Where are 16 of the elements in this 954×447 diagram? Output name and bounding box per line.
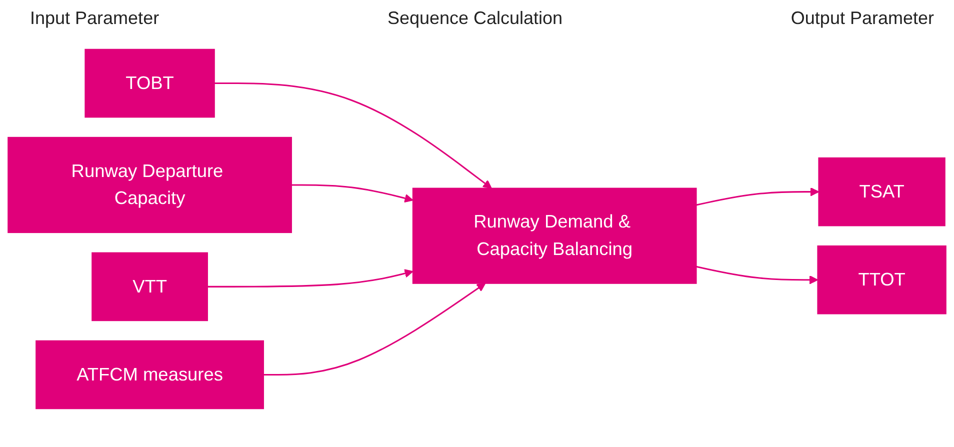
node-box: TTOT [817,245,946,314]
node-box: ATFCM measures [36,340,264,410]
arrow [291,184,414,203]
arrow [263,283,486,376]
column-heading: Output Parameter [790,8,934,29]
arrow [696,187,820,206]
arrow [696,266,818,284]
arrow [214,82,492,189]
arrow [207,269,414,288]
node-box: TSAT [818,157,946,226]
node-box: TOBT [84,48,215,118]
column-heading: Input Parameter [30,8,160,29]
node-box: VTT [92,252,208,322]
column-heading: Sequence Calculation [387,8,563,29]
node-box: Runway Departure Capacity [8,136,292,234]
node-box: Runway Demand & Capacity Balancing [412,188,697,284]
